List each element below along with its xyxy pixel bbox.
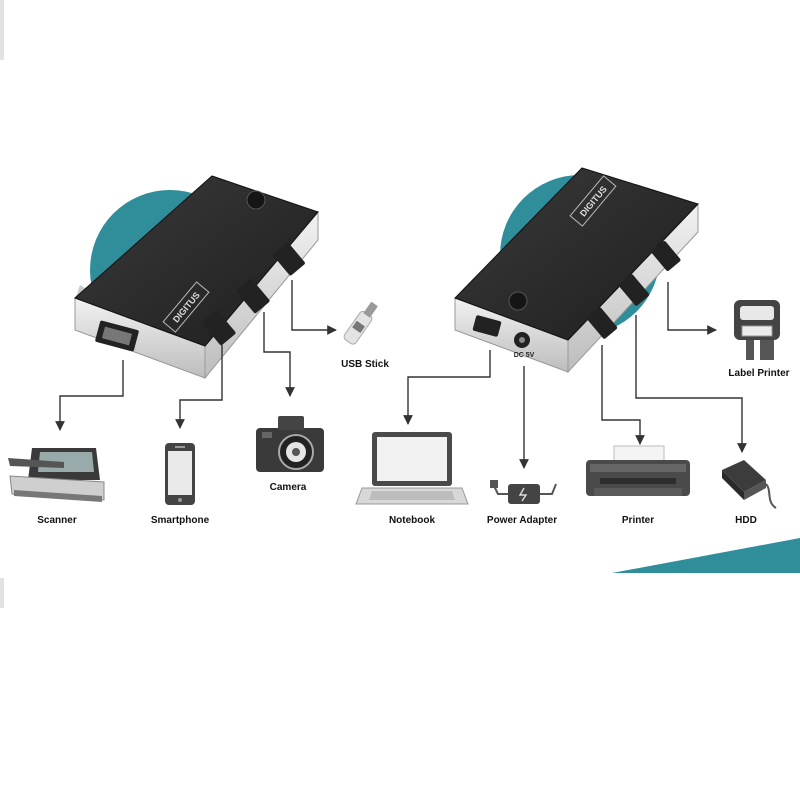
hub-right-usb-port-3 [651,241,681,271]
edge-mark-top [0,0,4,60]
camera-icon [256,416,324,472]
label-hdd: HDD [735,515,757,526]
line-label-printer [667,282,717,335]
power-adapter-icon [490,480,557,504]
usb-hub-right: DIGITUS DC 5V [454,167,699,374]
scanner-icon [8,448,105,502]
line-camera [263,312,295,397]
hub-left-usb-port-2 [236,278,270,314]
line-smartphone [175,345,223,429]
usb-hub-left: DIGITUS [74,175,319,380]
line-scanner [55,360,124,431]
hub-right-dc-label: DC 5V [514,352,535,359]
label-label-printer: Label Printer [728,368,790,379]
notebook-icon [355,432,469,505]
hub-right-usb-port-2 [618,274,650,306]
hdd-icon [722,460,777,509]
hub-right-power-button [508,291,528,311]
line-hdd [635,315,747,453]
label-printer: Printer [621,515,655,526]
label-usb-stick: USB Stick [341,359,389,370]
label-camera: Camera [269,482,307,493]
hub-right-usb-port-front [472,315,502,337]
line-printer [601,345,645,445]
label-scanner: Scanner [37,515,77,526]
edge-mark-bottom [0,578,4,608]
hub-left-usb-port-1 [202,310,236,346]
hub-right-usb-port-1 [586,307,618,339]
connector-lines [55,280,747,469]
label-notebook: Notebook [388,515,436,526]
label-printer-icon [734,300,780,360]
label-power-adapter: Power Adapter [486,515,558,526]
hub-left-power-button [246,190,266,210]
usb-stick-icon [343,301,378,345]
smartphone-icon [165,443,195,505]
label-smartphone: Smartphone [150,515,210,526]
line-notebook [403,350,491,425]
line-usb-stick [291,280,337,335]
teal-corner-accent [612,538,800,573]
printer-icon [586,445,690,496]
hub-left-usb-port-3 [273,242,305,276]
